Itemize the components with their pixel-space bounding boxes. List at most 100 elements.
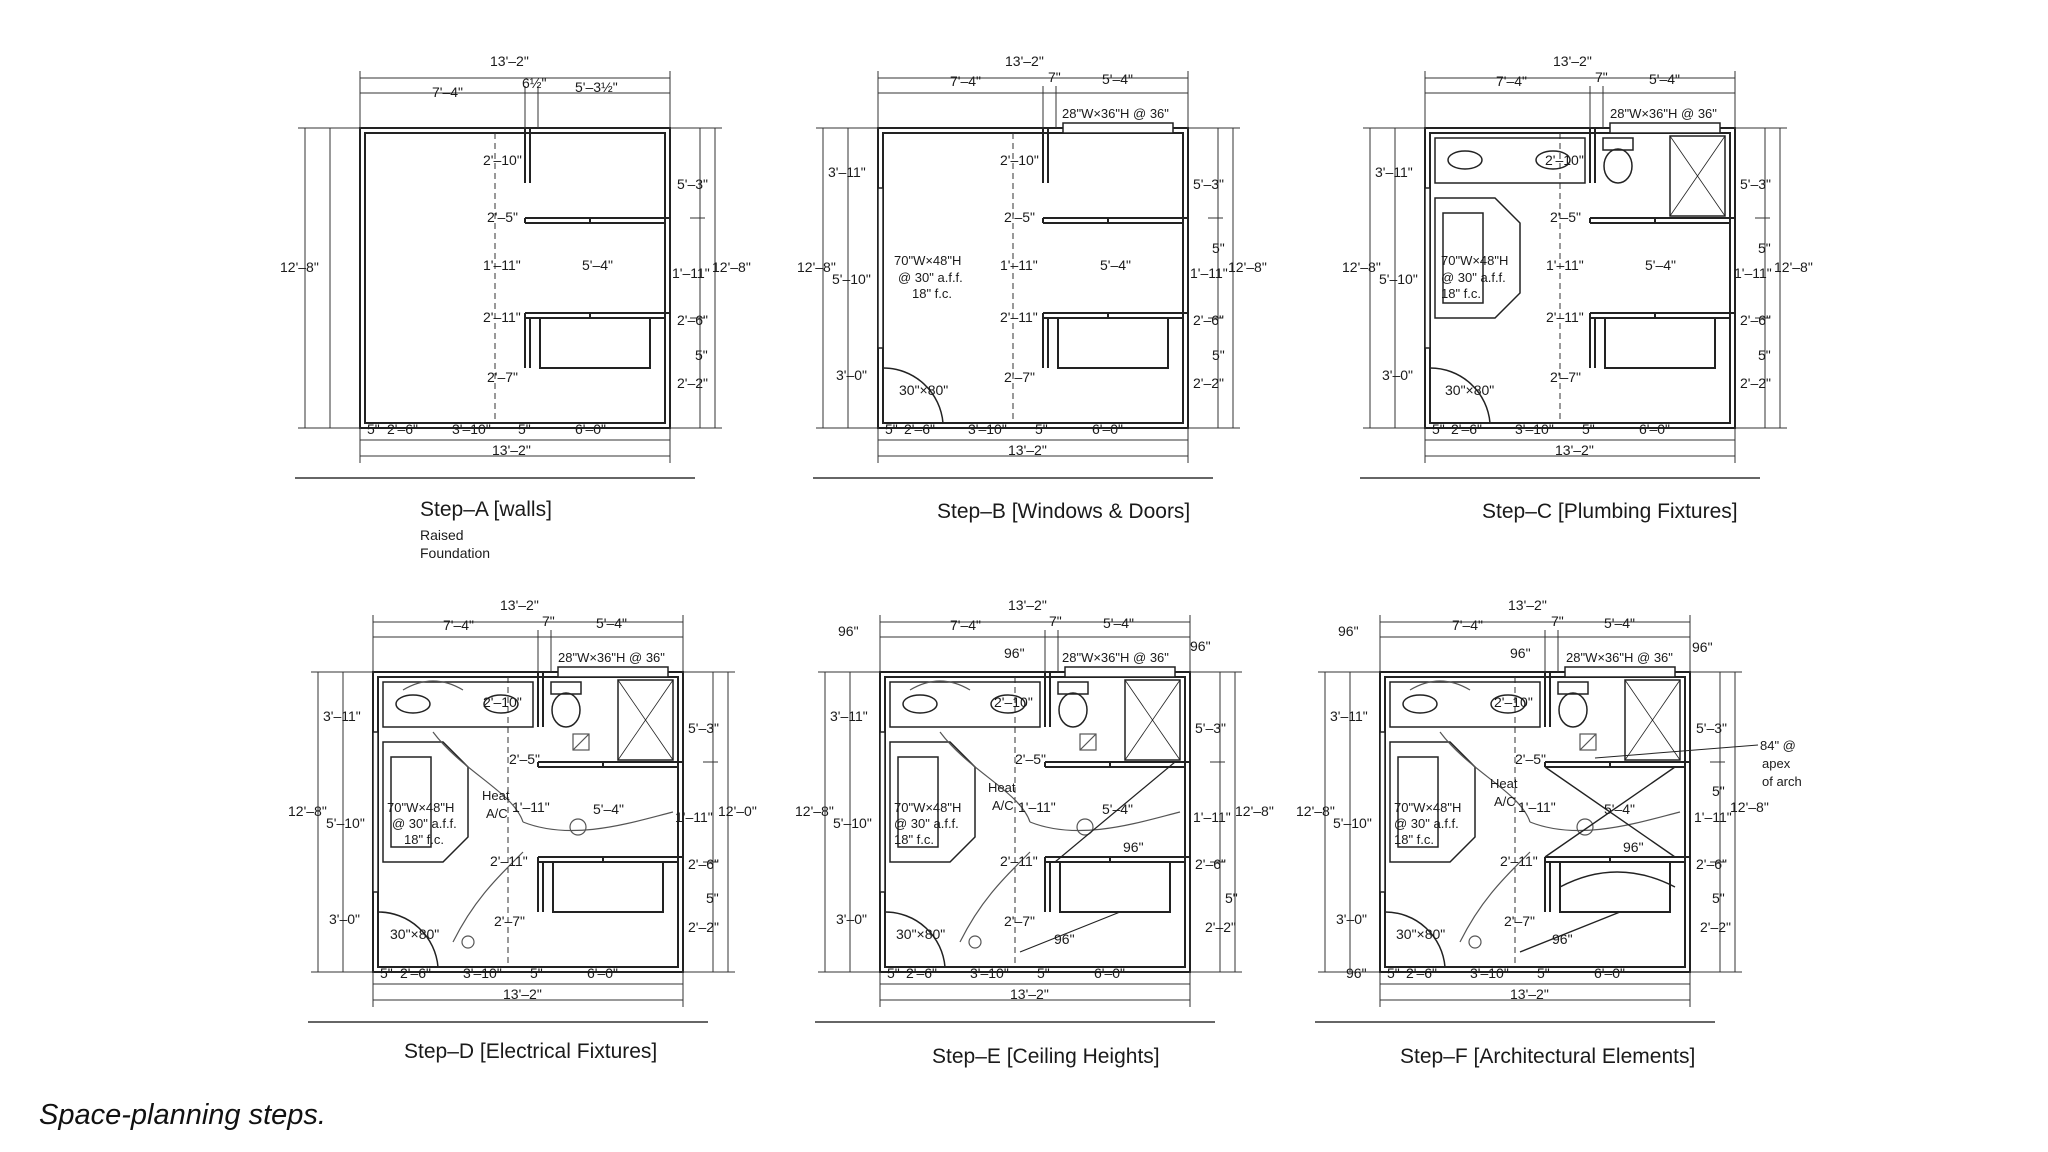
- dim-label: 13'–2": [500, 597, 539, 613]
- right-run-label: 5'–3½": [575, 79, 618, 95]
- dim-label: 1'–11": [675, 809, 713, 825]
- step-f-panel: 13'–2" 7'–4" 7" 5'–4" 28"W×36"H @ 36" 96…: [1296, 597, 1802, 1068]
- dim-label: 5": [706, 890, 719, 906]
- step-e-plan: [814, 614, 1243, 1023]
- dim-label: 5": [1212, 240, 1225, 256]
- ceiling-height-label: 96": [838, 623, 859, 639]
- dim-label: 12'–0": [718, 803, 757, 819]
- dim-label: 5'–4": [1604, 801, 1635, 817]
- dim-label: 5'–3": [1193, 176, 1224, 192]
- dim-label: 7'–4": [950, 617, 981, 633]
- dim-label: 7'–4": [443, 617, 474, 633]
- step-f-plan: [1314, 614, 1743, 1023]
- dim-label: 3'–10": [970, 965, 1009, 981]
- step-a-subtitle-2: Foundation: [420, 545, 490, 561]
- ceiling-height-label: 96": [1004, 645, 1025, 661]
- dim-label: 2'–10": [1000, 152, 1039, 168]
- window-spec: @ 30" a.f.f.: [894, 816, 959, 831]
- dim-label: 2'–6": [387, 421, 418, 437]
- dim-label: 5'–10": [833, 815, 872, 831]
- dim-label: 12'–8": [1228, 259, 1267, 275]
- step-b-panel: 13'–2" 7'–4" 7" 5'–4" 28"W×36"H @ 36" 3'…: [797, 53, 1267, 523]
- heat-ac-label: Heat: [482, 788, 510, 803]
- dim-label: 13'–2": [1553, 53, 1592, 69]
- dim-label: 5": [1387, 965, 1400, 981]
- dim-label: 2'–10": [1494, 694, 1533, 710]
- dim-label: 5'–3": [1740, 176, 1771, 192]
- dim-label: 2'–6": [1451, 421, 1482, 437]
- heat-ac-label: A/C: [486, 806, 508, 821]
- height-label-right: 12'–8": [712, 259, 751, 275]
- window-spec: 70"W×48"H: [1394, 800, 1461, 815]
- ceiling-height-label: 96": [1054, 931, 1075, 947]
- door-spec: 30"×80": [1445, 382, 1494, 398]
- dim-label: 5": [1758, 240, 1771, 256]
- door-spec: 30"×80": [390, 926, 439, 942]
- dim-label: 5": [1537, 965, 1550, 981]
- dim-label: 2'–5": [1550, 209, 1581, 225]
- dim-label: 5'–4": [1102, 801, 1133, 817]
- window-note: 28"W×36"H @ 36": [1566, 650, 1673, 665]
- dim-label: 5'–4": [582, 257, 613, 273]
- step-a-plan: [294, 70, 723, 479]
- dim-label: 5": [367, 421, 380, 437]
- dim-label: 5'–3": [1696, 720, 1727, 736]
- dim-label: 2'–10": [483, 694, 522, 710]
- dim-label: 7": [542, 613, 555, 629]
- step-e-panel: 13'–2" 7'–4" 7" 5'–4" 28"W×36"H @ 36" 96…: [795, 597, 1274, 1068]
- figure-caption: Space-planning steps.: [39, 1099, 326, 1131]
- door-spec: 30"×80": [896, 926, 945, 942]
- step-a-panel: 13'–2" 7'–4" 6½" 5'–3½" 12'–8" 12'–8" 2'…: [280, 53, 751, 561]
- dim-label: 1'–11": [1193, 809, 1231, 825]
- dim-label: 2'–5": [509, 751, 540, 767]
- dim-label: 1'–11": [1018, 799, 1056, 815]
- window-spec: 70"W×48"H: [1441, 253, 1508, 268]
- dim-label: 1'–11": [1518, 799, 1556, 815]
- dim-label: 7'–4": [1452, 617, 1483, 633]
- dim-label: 1'–11": [483, 257, 521, 273]
- ceiling-height-label: 96": [1123, 839, 1144, 855]
- dim-label: 5'–3": [677, 176, 708, 192]
- dim-label: 2'–2": [688, 919, 719, 935]
- dim-label: 3'–11": [830, 708, 868, 724]
- window-spec: 70"W×48"H: [387, 800, 454, 815]
- dim-label: 1'–11": [1734, 265, 1772, 281]
- arch-leader: [1594, 744, 1759, 759]
- dim-label: 12'–8": [1774, 259, 1813, 275]
- dim-label: 6'–0": [587, 965, 618, 981]
- dim-label: 2'–5": [487, 209, 518, 225]
- dim-label: 13'–2": [1008, 442, 1047, 458]
- dim-label: 2'–7": [1504, 913, 1535, 929]
- dim-label: 2'–7": [1550, 369, 1581, 385]
- dim-label: 6'–0": [1639, 421, 1670, 437]
- dim-label: 5'–4": [593, 801, 624, 817]
- dim-label: 2'–7": [487, 369, 518, 385]
- window-spec: 70"W×48"H: [894, 800, 961, 815]
- dim-label: 3'–0": [836, 911, 867, 927]
- dim-label: 2'–6": [1696, 856, 1727, 872]
- step-b-title: Step–B [Windows & Doors]: [937, 500, 1190, 523]
- dim-label: 2'–6": [1195, 856, 1226, 872]
- ceiling-height-label: 96": [1552, 931, 1573, 947]
- dim-label: 2'–10": [994, 694, 1033, 710]
- dim-label: 5'–3": [1195, 720, 1226, 736]
- window-note: 28"W×36"H @ 36": [558, 650, 665, 665]
- dim-label: 13'–2": [1005, 53, 1044, 69]
- dim-label: 2'–6": [1406, 965, 1437, 981]
- dim-label: 7": [1551, 613, 1564, 629]
- step-c-plan: [1359, 70, 1788, 479]
- window-spec: 18" f.c.: [1441, 286, 1481, 301]
- dim-label: 1'–11": [512, 799, 550, 815]
- dim-label: 5'–10": [326, 815, 365, 831]
- step-f-title: Step–F [Architectural Elements]: [1400, 1045, 1695, 1068]
- dim-label: 6'–0": [1594, 965, 1625, 981]
- dim-label: 3'–11": [1330, 708, 1368, 724]
- window-spec: @ 30" a.f.f.: [392, 816, 457, 831]
- step-b-plan: [812, 70, 1241, 479]
- dim-label: 6'–0": [575, 421, 606, 437]
- dim-label: 2'–11": [1546, 309, 1584, 325]
- step-c-title: Step–C [Plumbing Fixtures]: [1482, 500, 1738, 523]
- dim-label: 7": [1048, 69, 1061, 85]
- dim-label: 2'–6": [904, 421, 935, 437]
